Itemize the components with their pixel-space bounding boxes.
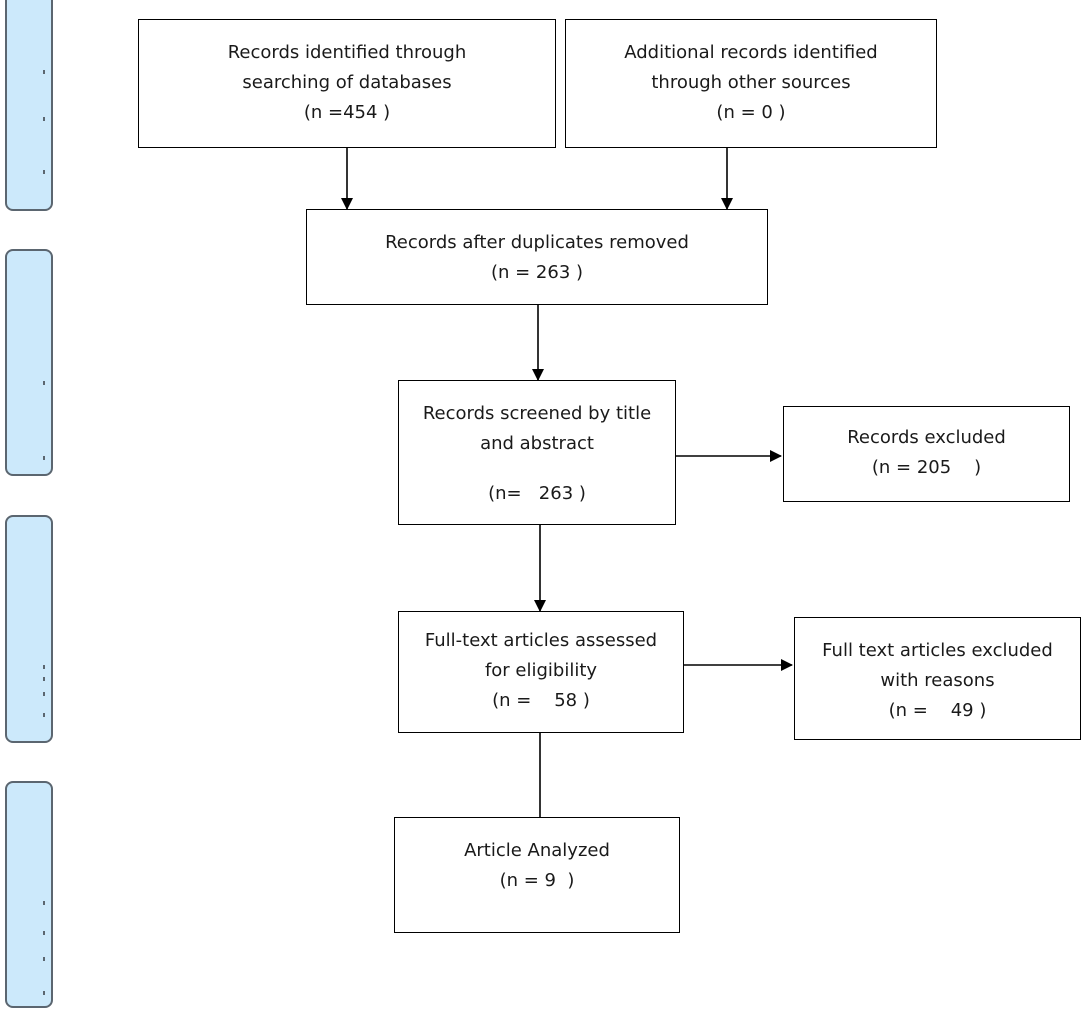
box-line: Article Analyzed	[464, 840, 610, 861]
box-line: (n = 49 )	[888, 700, 987, 721]
box-fulltext-excluded: Full text articles excluded with reasons…	[794, 617, 1081, 740]
box-line: searching of databases	[242, 72, 452, 93]
box-records-screened: Records screened by title and abstract (…	[398, 380, 676, 525]
box-line: Records identified through	[227, 42, 467, 63]
box-line: (n = 0 )	[716, 102, 786, 123]
box-records-identified-other: Additional records identified through ot…	[565, 19, 937, 148]
box-line: (n = 263 )	[490, 262, 584, 283]
box-line: (n = 58 )	[492, 690, 590, 711]
box-line: through other sources	[651, 72, 851, 93]
box-line: (n= 263 )	[488, 483, 586, 504]
stage-tab-eligibility	[5, 515, 53, 743]
box-records-identified-databases: Records identified through searching of …	[138, 19, 556, 148]
stage-tab-identification	[5, 0, 53, 211]
box-duplicates-removed: Records after duplicates removed (n = 26…	[306, 209, 768, 305]
box-line: Full text articles excluded	[822, 640, 1053, 661]
box-line: Full-text articles assessed	[424, 630, 658, 651]
box-article-analyzed: Article Analyzed (n = 9 )	[394, 817, 680, 933]
box-fulltext-assessed: Full-text articles assessed for eligibil…	[398, 611, 684, 733]
box-line: (n = 9 )	[499, 870, 575, 891]
box-line: (n = 205 )	[871, 457, 982, 478]
box-line: and abstract	[480, 433, 594, 454]
box-records-excluded: Records excluded (n = 205 )	[783, 406, 1070, 502]
stage-tab-included	[5, 781, 53, 1008]
box-line: (n =454 )	[303, 102, 391, 123]
box-line: Records excluded	[847, 427, 1006, 448]
box-line: Records after duplicates removed	[385, 232, 689, 253]
box-line: with reasons	[880, 670, 995, 691]
stage-tab-screening	[5, 249, 53, 476]
box-line: for eligibility	[484, 660, 598, 681]
box-line: Additional records identified	[624, 42, 878, 63]
box-line: Records screened by title	[422, 403, 652, 424]
